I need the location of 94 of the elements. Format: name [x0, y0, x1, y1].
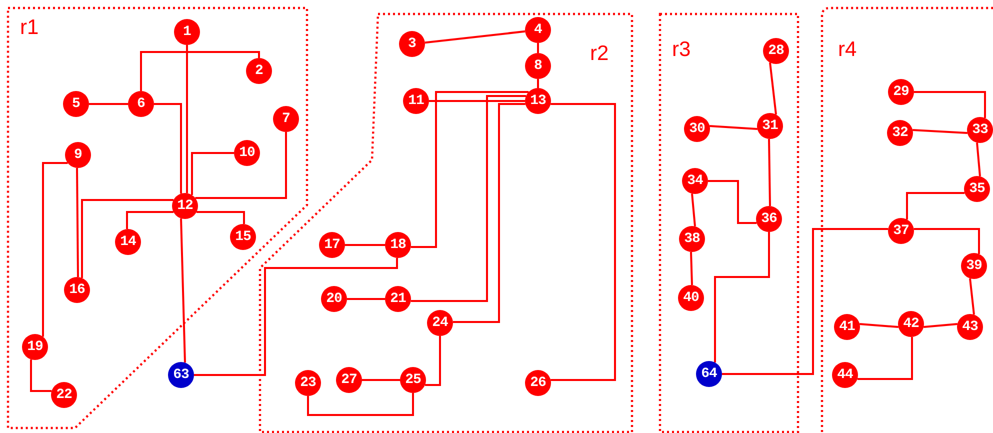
connector-line — [191, 152, 234, 195]
connector-line — [860, 323, 898, 328]
region-label: r3 — [672, 38, 691, 62]
connector-line — [345, 244, 385, 246]
connector-line — [924, 323, 958, 328]
connector-line — [914, 228, 980, 254]
numbered-circle-node: 13 — [525, 88, 551, 114]
numbered-circle-node: 41 — [834, 314, 860, 340]
numbered-circle-node: 20 — [321, 286, 347, 312]
numbered-circle-node: 24 — [427, 310, 453, 336]
numbered-circle-node: 25 — [400, 367, 426, 393]
numbered-circle-node: 44 — [832, 362, 858, 388]
connector-line — [537, 79, 539, 88]
connector-line — [429, 100, 525, 102]
connector-line — [154, 103, 182, 194]
connector-line — [362, 379, 400, 381]
connector-line — [690, 252, 693, 286]
numbered-circle-node: 16 — [64, 277, 90, 303]
numbered-circle-node: 35 — [964, 176, 990, 202]
connector-line — [425, 336, 441, 386]
numbered-circle-node: 18 — [385, 232, 411, 258]
numbered-circle-node: 7 — [273, 106, 299, 132]
connector-line — [976, 142, 981, 176]
connector-line — [195, 132, 287, 199]
numbered-circle-node: 15 — [230, 224, 256, 250]
connector-line — [196, 211, 245, 224]
numbered-circle-node: 23 — [295, 370, 321, 396]
connector-line — [42, 162, 68, 337]
region-label: r4 — [838, 38, 857, 62]
connector-line — [722, 228, 888, 375]
numbered-circle-node: 39 — [961, 253, 987, 279]
connector-line — [81, 199, 174, 278]
connector-line — [714, 232, 770, 362]
numbered-circle-node: 36 — [756, 206, 782, 232]
numbered-circle-node: 3 — [399, 31, 425, 57]
connector-line — [857, 337, 913, 380]
connector-line — [914, 91, 986, 118]
connector-line — [768, 138, 771, 206]
connector-line — [180, 218, 186, 363]
numbered-circle-node: 22 — [51, 382, 77, 408]
connector-line — [708, 180, 757, 224]
connector-line — [30, 359, 52, 392]
numbered-circle-node: 9 — [65, 142, 91, 168]
connector-line — [194, 258, 398, 376]
connector-line — [424, 30, 526, 44]
connector-line — [969, 278, 975, 315]
numbered-circle-node: 12 — [172, 193, 198, 219]
numbered-circle-node: 34 — [682, 168, 708, 194]
connector-line — [550, 103, 616, 381]
numbered-circle-node: 28 — [763, 38, 789, 64]
connector-line — [307, 393, 414, 416]
region-label: r1 — [20, 16, 39, 40]
connector-line — [453, 103, 526, 323]
numbered-circle-node: 6 — [128, 91, 154, 117]
numbered-circle-node: 64 — [696, 361, 722, 387]
numbered-circle-node: 43 — [957, 314, 983, 340]
numbered-circle-node: 10 — [234, 140, 260, 166]
connector-line — [410, 91, 529, 248]
numbered-circle-node: 38 — [679, 226, 705, 252]
connector-line — [140, 51, 260, 91]
numbered-circle-node: 14 — [115, 229, 141, 255]
numbered-circle-node: 33 — [967, 117, 993, 143]
numbered-circle-node: 1 — [174, 19, 200, 45]
numbered-circle-node: 32 — [887, 120, 913, 146]
connector-line — [347, 298, 385, 300]
numbered-circle-node: 29 — [888, 79, 914, 105]
connector-line — [906, 192, 965, 220]
numbered-circle-node: 11 — [403, 88, 429, 114]
numbered-circle-node: 26 — [525, 370, 551, 396]
numbered-circle-node: 42 — [898, 311, 924, 337]
connector-line — [710, 125, 758, 130]
numbered-circle-node: 63 — [168, 362, 194, 388]
connector-line — [769, 62, 777, 115]
connector-line — [410, 95, 526, 302]
connector-line — [691, 194, 696, 226]
numbered-circle-node: 2 — [246, 58, 272, 84]
connector-line — [89, 103, 128, 105]
connector-line — [537, 43, 539, 53]
numbered-circle-node: 8 — [525, 53, 551, 79]
numbered-circle-node: 30 — [684, 116, 710, 142]
numbered-circle-node: 37 — [888, 218, 914, 244]
connector-line — [76, 168, 79, 278]
numbered-circle-node: 5 — [63, 91, 89, 117]
connector-line — [126, 211, 174, 229]
numbered-circle-node: 19 — [22, 334, 48, 360]
connector-line — [912, 129, 968, 134]
numbered-circle-node: 17 — [319, 232, 345, 258]
connector-line — [186, 45, 188, 194]
numbered-circle-node: 21 — [385, 286, 411, 312]
numbered-circle-node: 40 — [678, 285, 704, 311]
numbered-circle-node: 4 — [525, 17, 551, 43]
region-label: r2 — [590, 42, 609, 66]
numbered-circle-node: 27 — [336, 367, 362, 393]
numbered-circle-node: 31 — [757, 113, 783, 139]
